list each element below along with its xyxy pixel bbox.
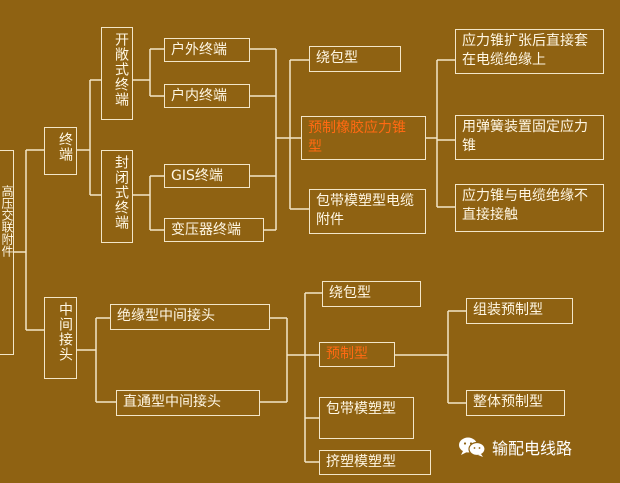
node-indoor-terminal: 户内终端 — [164, 84, 250, 108]
node-terminal: 终端 — [44, 127, 77, 175]
node-joint: 中间接头 — [44, 297, 77, 379]
node-prefab-spring-fixed: 用弹簧装置固定应力锥 — [455, 115, 604, 160]
node-straight-joint: 直通型中间接头 — [116, 390, 260, 416]
node-gis-terminal: GIS终端 — [164, 164, 250, 188]
node-terminal-tape-mold-type: 包带模塑型电缆附件 — [309, 189, 426, 234]
node-transformer-terminal: 变压器终端 — [164, 218, 264, 242]
node-outdoor-terminal: 户外终端 — [164, 38, 250, 62]
node-open-terminal: 开敞式终端 — [101, 27, 133, 120]
node-joint-extrusion-mold-type: 挤塑模塑型 — [319, 450, 431, 475]
node-joint-wrap-type: 绕包型 — [322, 281, 421, 307]
watermark-text: 输配电线路 — [492, 439, 573, 458]
wechat-icon — [458, 436, 486, 458]
node-insulated-joint: 绝缘型中间接头 — [110, 304, 270, 330]
node-assembled-prefab: 组装预制型 — [466, 298, 573, 324]
node-prefab-no-contact: 应力锥与电缆绝缘不直接接触 — [455, 184, 604, 232]
root-node: 高压交联附件 — [0, 150, 14, 355]
node-terminal-prefab-type: 预制橡胶应力锥型 — [301, 116, 426, 160]
watermark: 输配电线路 — [458, 432, 572, 462]
node-terminal-wrap-type: 绕包型 — [309, 46, 401, 72]
node-integral-prefab: 整体预制型 — [466, 390, 565, 416]
node-joint-tape-mold-type: 包带模塑型 — [319, 397, 414, 439]
node-prefab-expanded-cone: 应力锥扩张后直接套在电缆绝缘上 — [455, 29, 604, 74]
node-closed-terminal: 封闭式终端 — [101, 150, 133, 243]
node-joint-prefab-type: 预制型 — [319, 342, 395, 367]
